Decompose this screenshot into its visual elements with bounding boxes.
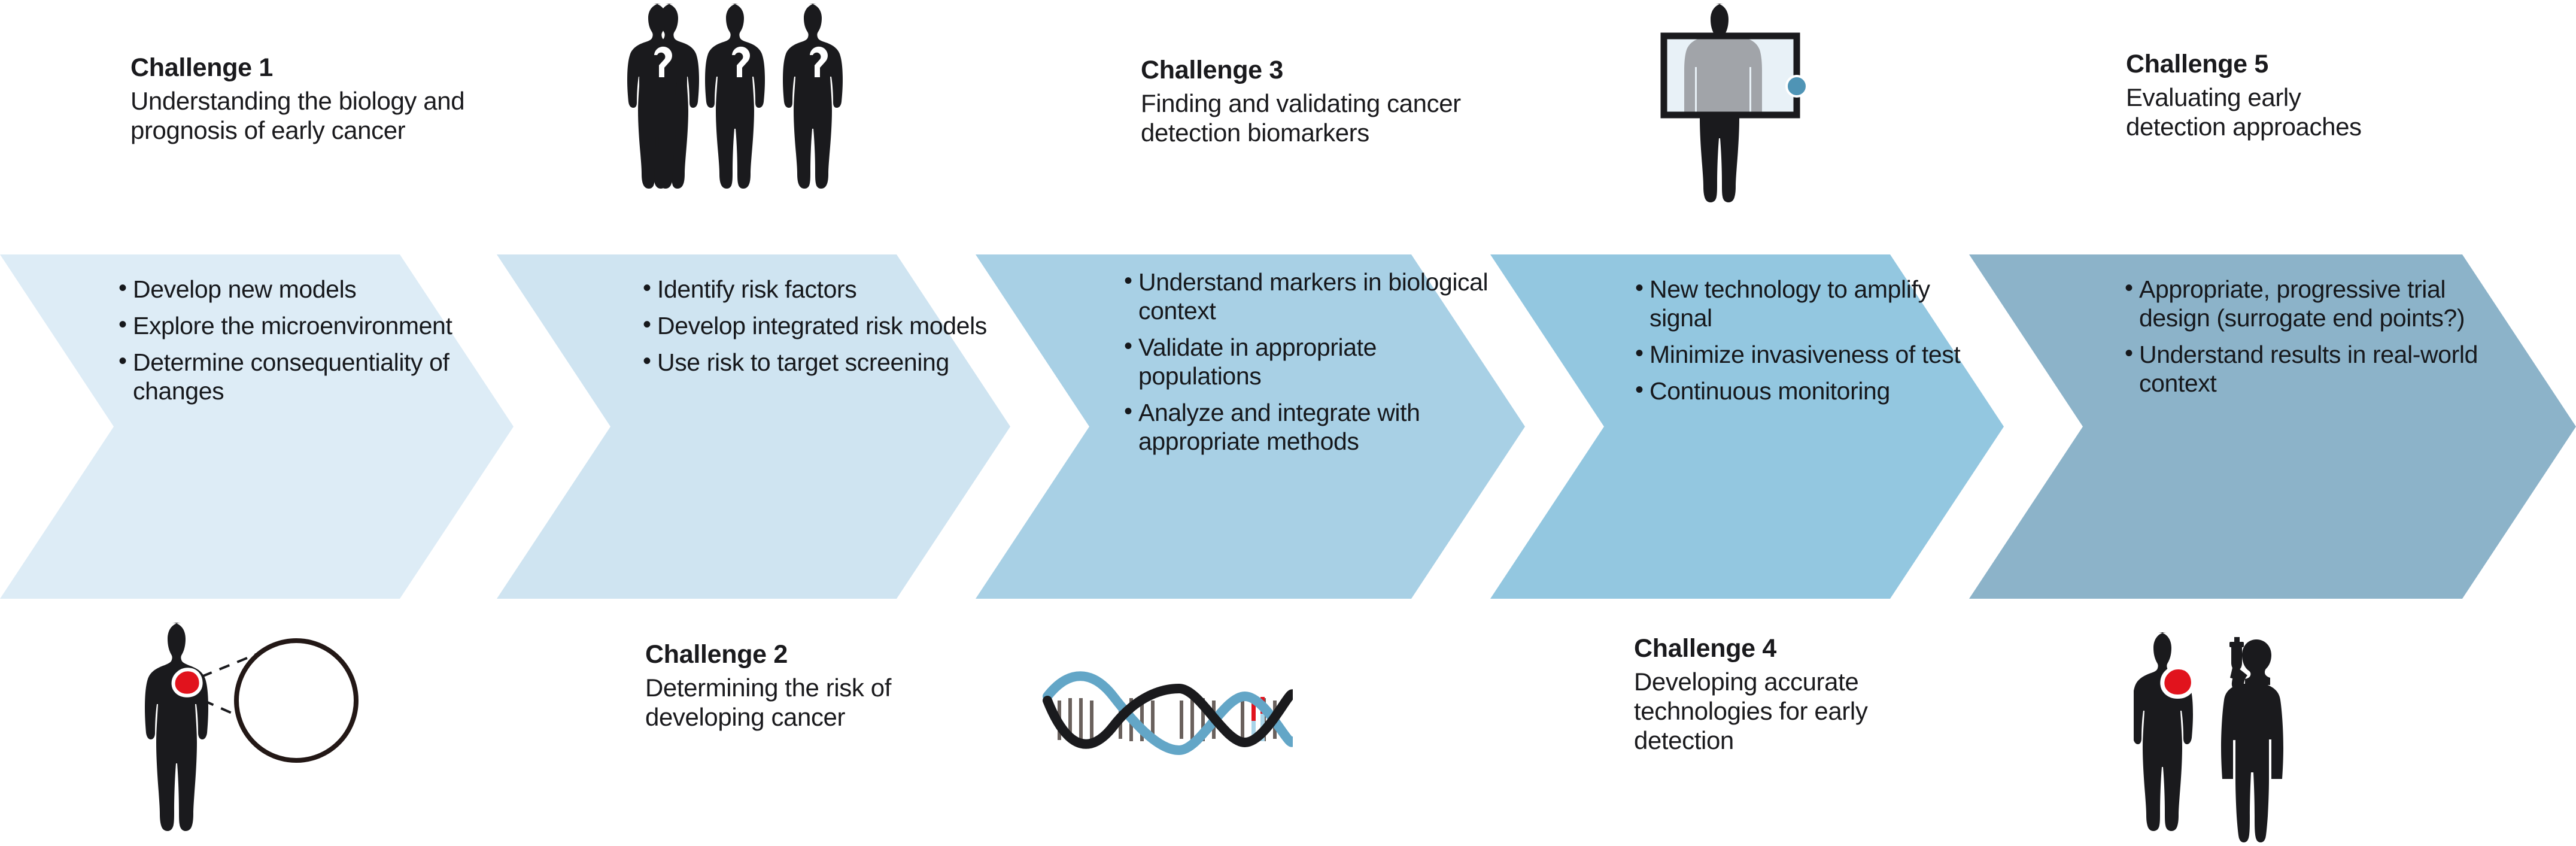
challenge-2-description: Determining the risk of developing cance… bbox=[645, 673, 891, 731]
challenge-2-block: Challenge 2 Determining the risk of deve… bbox=[645, 639, 980, 732]
challenge-3-title: Challenge 3 bbox=[1141, 56, 1284, 84]
challenge-1-title: Challenge 1 bbox=[130, 53, 274, 82]
bullet-item: Minimize invasiveness of test bbox=[1634, 339, 1969, 369]
chevron-1-bullets: Develop new models Explore the microenvi… bbox=[117, 274, 500, 620]
tumor-microenvironment-icon bbox=[111, 617, 362, 841]
chevron-4-bullets: New technology to amplify signal Minimiz… bbox=[1634, 274, 1969, 620]
chevron-2-bullets: Identify risk factors Develop integrated… bbox=[642, 274, 989, 620]
challenge-4-description: Developing accurate technologies for ear… bbox=[1634, 667, 1868, 754]
chevron-3-bullets: Understand markers in biological context… bbox=[1123, 267, 1506, 612]
bullet-item: Analyze and integrate with appropriate m… bbox=[1123, 398, 1506, 456]
challenge-1-description: Understanding the biology and prognosis … bbox=[130, 86, 465, 144]
challenge-3-description: Finding and validating cancer detection … bbox=[1141, 89, 1461, 147]
challenge-3-block: Challenge 3 Finding and validating cance… bbox=[1141, 55, 1488, 147]
challenge-5-block: Challenge 5 Evaluating early detection a… bbox=[2126, 49, 2395, 141]
bullet-item: Appropriate, progressive trial design (s… bbox=[2124, 274, 2495, 333]
bullet-item: Determine consequentiality of changes bbox=[117, 347, 500, 406]
bullet-item: New technology to amplify signal bbox=[1634, 274, 1969, 333]
bullet-item: Validate in appropriate populations bbox=[1123, 332, 1506, 391]
bullet-item: Develop integrated risk models bbox=[642, 311, 989, 341]
doctor-silhouette bbox=[2221, 639, 2283, 842]
bullet-item: Develop new models bbox=[117, 274, 500, 304]
challenge-1-block: Challenge 1 Understanding the biology an… bbox=[130, 53, 490, 145]
bullet-item: Identify risk factors bbox=[642, 274, 989, 304]
bullet-item: Use risk to target screening bbox=[642, 347, 989, 377]
bullet-item: Explore the microenvironment bbox=[117, 311, 500, 341]
chevron-5-bullets: Appropriate, progressive trial design (s… bbox=[2124, 274, 2495, 620]
challenge-4-title: Challenge 4 bbox=[1634, 634, 1777, 663]
challenge-2-title: Challenge 2 bbox=[645, 640, 788, 669]
dna-helix-icon bbox=[1041, 663, 1293, 759]
bullet-item: Understand markers in biological context bbox=[1123, 267, 1506, 326]
three-people-question-marks-icon bbox=[625, 1, 865, 238]
bullet-item: Continuous monitoring bbox=[1634, 376, 1969, 406]
body-scanner-icon bbox=[1658, 1, 1855, 241]
bullet-item: Understand results in real-world context bbox=[2124, 339, 2495, 398]
challenge-4-block: Challenge 4 Developing accurate technolo… bbox=[1634, 633, 1969, 755]
challenge-5-description: Evaluating early detection approaches bbox=[2126, 83, 2362, 141]
doctor-patient-vial-icon bbox=[2134, 629, 2313, 843]
challenge-5-title: Challenge 5 bbox=[2126, 50, 2269, 78]
patient-silhouette bbox=[2134, 632, 2193, 831]
